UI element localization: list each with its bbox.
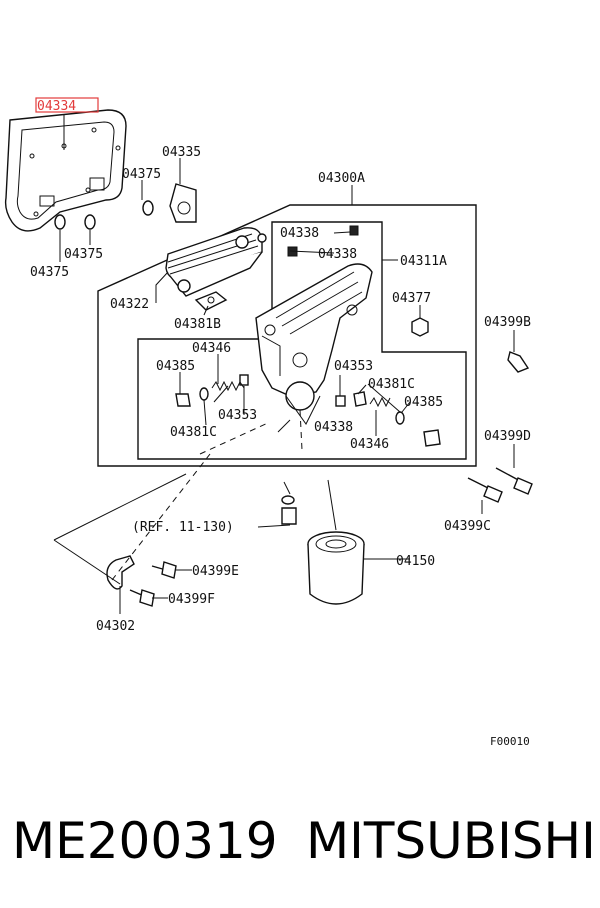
gasket-04381b	[194, 291, 228, 311]
label-04338-mid: 04338	[318, 247, 357, 262]
oil-filter-head-04311a	[255, 263, 373, 425]
spring-04346-left	[211, 380, 245, 392]
bolt-04399c	[467, 477, 503, 503]
label-04335: 04335	[162, 145, 201, 160]
guide-lines	[53, 409, 303, 585]
oil-cooler-element-04322	[165, 227, 267, 297]
bolt-04399f	[129, 589, 155, 607]
label-04338-top: 04338	[280, 226, 319, 241]
label-04346-left: 04346	[192, 341, 231, 356]
spring-04346-right	[369, 396, 391, 408]
assembly-outline-04300a	[97, 204, 477, 467]
label-04399f: 04399F	[168, 592, 215, 607]
subassembly-outline-04311a	[137, 221, 467, 460]
valve-04353-right	[353, 391, 367, 407]
label-04300a: 04300A	[318, 171, 365, 186]
bracket-04302	[106, 555, 135, 590]
brand-name: MITSUBISHI	[306, 812, 596, 870]
o-ring-04375-left	[54, 214, 66, 230]
fitting-ref-11-130	[281, 495, 297, 525]
label-04375-left: 04375	[30, 265, 69, 280]
plug-04385-left	[175, 393, 191, 407]
label-ref-11-130: (REF. 11-130)	[132, 520, 234, 535]
label-04338-lower: 04338	[314, 420, 353, 435]
o-ring-04375-upper	[142, 200, 154, 216]
o-ring-04375-right	[84, 214, 96, 230]
label-04381b: 04381B	[174, 317, 221, 332]
highlight-box-04334	[35, 97, 99, 113]
label-04346-right: 04346	[350, 437, 389, 452]
part-number: ME200319	[12, 812, 278, 870]
bolt-04399d	[495, 467, 533, 495]
label-04399d: 04399D	[484, 429, 531, 444]
diagram-code: F00010	[490, 735, 530, 748]
gasket-04334	[4, 109, 127, 232]
label-04375-right: 04375	[64, 247, 103, 262]
leader-lines	[59, 115, 515, 614]
nut-04377	[411, 317, 429, 337]
label-04334: 04334	[37, 99, 76, 114]
label-04150: 04150	[396, 554, 435, 569]
plug-04338-inner	[239, 374, 249, 386]
label-04381c-left: 04381C	[170, 425, 217, 440]
flange-04335	[169, 183, 197, 223]
label-04385-left: 04385	[156, 359, 195, 374]
label-04385-right: 04385	[404, 395, 443, 410]
label-04311a: 04311A	[400, 254, 447, 269]
label-04399c: 04399C	[444, 519, 491, 534]
gasket-04381c-right	[395, 411, 405, 425]
plug-04385-right	[423, 429, 441, 447]
label-04353-right: 04353	[334, 359, 373, 374]
label-04322: 04322	[110, 297, 149, 312]
label-04353-left: 04353	[218, 408, 257, 423]
oil-filter-04150	[307, 531, 365, 605]
plug-04338-right	[335, 395, 346, 407]
label-04399e: 04399E	[192, 564, 239, 579]
label-04377: 04377	[392, 291, 431, 306]
plug-04338-top	[349, 225, 359, 236]
bolt-04399e	[151, 561, 177, 579]
label-04302: 04302	[96, 619, 135, 634]
label-04375-top: 04375	[122, 167, 161, 182]
label-04399b: 04399B	[484, 315, 531, 330]
bolt-04399b	[507, 351, 530, 373]
label-04381c-right: 04381C	[368, 377, 415, 392]
gasket-04381c-left	[199, 387, 209, 401]
